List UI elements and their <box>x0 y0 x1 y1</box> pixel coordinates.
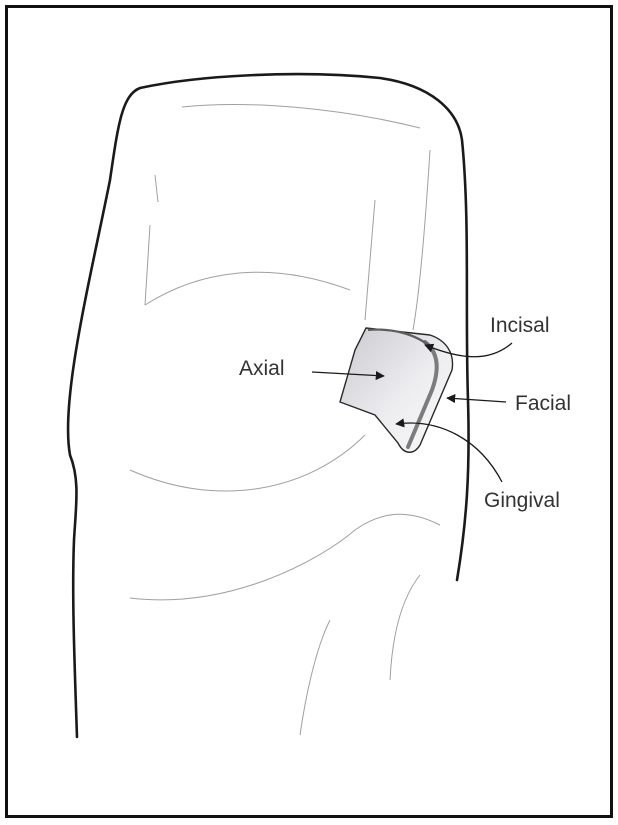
incisal-edge-line <box>182 105 420 128</box>
labial-face-line-right <box>365 200 375 320</box>
cavity-preparation <box>340 328 453 452</box>
root-line-right <box>390 575 420 680</box>
mesial-face-line <box>413 150 430 330</box>
root-line-left <box>300 620 330 735</box>
labial-arc-lower <box>130 514 440 600</box>
label-gingival: Gingival <box>484 490 560 511</box>
label-axial: Axial <box>239 358 285 379</box>
facial-arrow <box>447 398 506 402</box>
label-facial: Facial <box>515 393 571 414</box>
labial-arc-upper <box>145 272 350 305</box>
labial-arc-middle <box>130 435 365 491</box>
label-incisal: Incisal <box>490 315 550 336</box>
labial-face-line-left <box>145 225 150 305</box>
labial-face-line-top <box>155 175 158 202</box>
